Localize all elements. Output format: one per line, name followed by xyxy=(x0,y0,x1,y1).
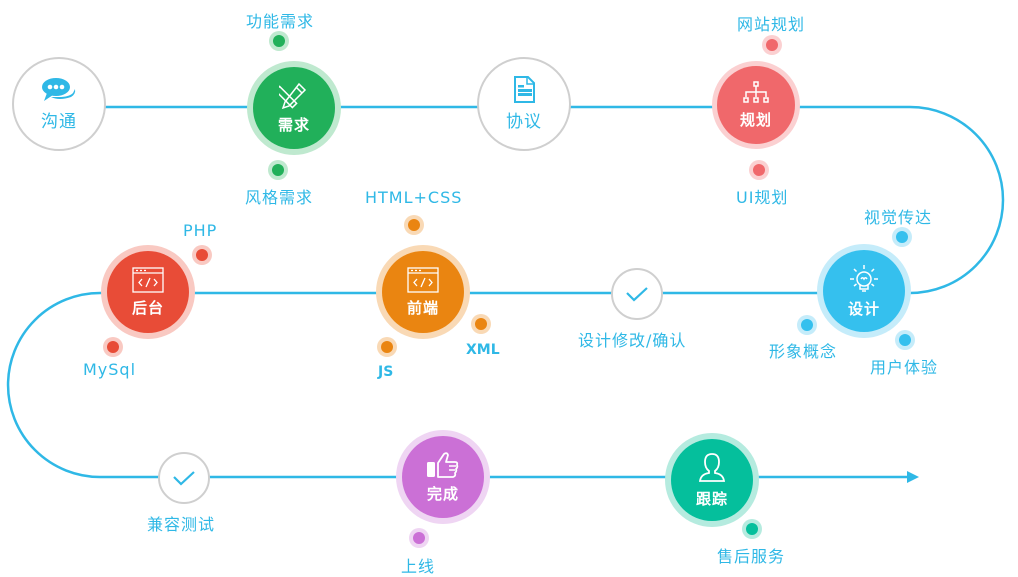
sub-label-php: PHP xyxy=(183,221,218,240)
step-backend[interactable]: 后台 xyxy=(107,251,189,333)
step-label: 沟通 xyxy=(41,111,77,132)
sub-label-after-sales: 售后服务 xyxy=(717,547,786,566)
step-requirements[interactable]: 需求 xyxy=(253,67,335,149)
checkmark-icon xyxy=(172,470,196,486)
sub-label-html-css: HTML+CSS xyxy=(365,188,463,207)
sub-dot xyxy=(409,528,429,548)
sub-dot xyxy=(404,215,424,235)
step-label: 跟踪 xyxy=(695,489,728,508)
sub-label-user-experience: 用户体验 xyxy=(870,358,939,377)
step-label: 前端 xyxy=(406,298,439,317)
sub-dot xyxy=(749,160,769,180)
lightbulb-icon xyxy=(849,264,879,294)
code-window-icon xyxy=(407,266,439,293)
sub-label-visual-communication: 视觉传达 xyxy=(864,208,933,227)
code-window-icon xyxy=(132,266,164,293)
sub-label-ui-planning: UI规划 xyxy=(736,188,789,207)
sub-dot xyxy=(742,519,762,539)
sub-label-js: JS xyxy=(378,364,394,380)
sub-dot xyxy=(377,337,397,357)
step-label: 设计 xyxy=(847,299,880,318)
sub-label-mysql: MySql xyxy=(83,360,137,379)
sub-label-image-concept: 形象概念 xyxy=(769,342,838,361)
checkmark-icon xyxy=(625,286,649,302)
step-label: 规划 xyxy=(739,110,772,129)
step-complete[interactable]: 完成 xyxy=(402,436,484,518)
step-label: 协议 xyxy=(506,112,542,132)
sub-dot xyxy=(103,337,123,357)
user-icon xyxy=(697,452,727,484)
sub-dot xyxy=(268,160,288,180)
step-follow-up[interactable]: 跟踪 xyxy=(671,439,753,521)
step-label-compat-test: 兼容测试 xyxy=(147,515,216,534)
sub-label-site-planning: 网站规划 xyxy=(737,15,806,34)
step-communicate[interactable]: 沟通 xyxy=(12,57,106,151)
sub-dot xyxy=(269,31,289,51)
step-design-confirm[interactable] xyxy=(611,268,663,320)
sub-label-style-requirements: 风格需求 xyxy=(245,188,314,207)
sub-dot xyxy=(797,315,817,335)
step-label-design-confirm: 设计修改/确认 xyxy=(578,331,687,350)
step-compat-test[interactable] xyxy=(158,452,210,504)
step-frontend[interactable]: 前端 xyxy=(382,251,464,333)
chat-bubble-icon xyxy=(41,77,77,103)
sub-dot xyxy=(895,330,915,350)
thumbs-up-icon xyxy=(426,451,460,479)
step-label: 后台 xyxy=(131,298,164,317)
document-icon xyxy=(513,76,535,103)
flow-arrow-head xyxy=(907,471,919,483)
sub-label-functional-requirements: 功能需求 xyxy=(246,12,315,31)
step-planning[interactable]: 规划 xyxy=(717,66,795,144)
sub-dot xyxy=(192,245,212,265)
flow-path xyxy=(6,105,1005,479)
step-label: 完成 xyxy=(426,484,459,503)
step-agreement[interactable]: 协议 xyxy=(477,57,571,151)
step-label: 需求 xyxy=(277,115,310,134)
sitemap-icon xyxy=(743,80,769,105)
sub-dot xyxy=(892,227,912,247)
step-design[interactable]: 设计 xyxy=(823,250,905,332)
sub-dot xyxy=(762,35,782,55)
sub-label-go-live: 上线 xyxy=(401,557,436,576)
sub-label-xml: XML xyxy=(466,342,500,358)
pencil-ruler-icon xyxy=(279,82,309,110)
sub-dot xyxy=(471,314,491,334)
